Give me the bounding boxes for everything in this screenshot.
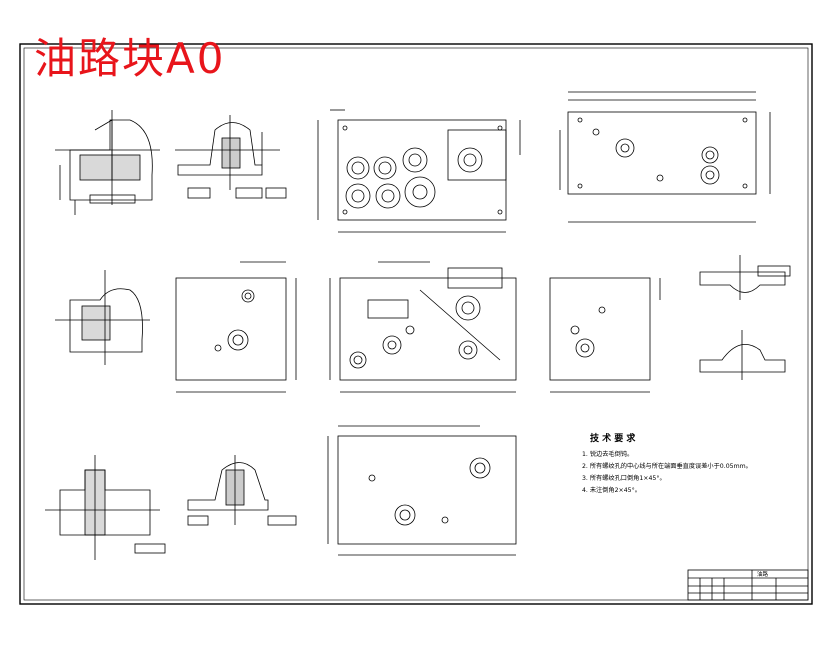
title-block-part-name: 油路 [757,570,769,578]
notes-item-4: 4. 未注倒角2×45°。 [582,486,641,494]
sheet-title: 油路块A0 [34,34,226,83]
front-view-middle [329,261,517,393]
detail-view-e [699,330,786,380]
notes-item-3: 3. 所有螺纹孔口倒角1×45°。 [582,474,666,482]
front-view-top [317,109,521,233]
section-view-a [55,110,160,215]
detail-view-d [699,255,791,300]
drawing-frame [19,43,813,605]
section-view-b [175,115,287,199]
notes-heading: 技 术 要 求 [590,432,636,444]
drawing-inner-frame [23,47,809,601]
section-view-f [45,455,166,560]
notes-item-1: 1. 锐边去毛倒钝。 [582,450,633,458]
section-view-c [55,270,150,365]
section-view-g [187,455,297,526]
side-view-right [549,277,661,393]
top-view-right [559,91,771,223]
front-view-bottom [327,425,517,556]
notes-item-2: 2. 所有螺纹孔的中心线与所在端面垂直度误差小于0.05mm。 [582,462,752,470]
title-block-table [687,569,809,601]
side-view-left [175,261,297,393]
